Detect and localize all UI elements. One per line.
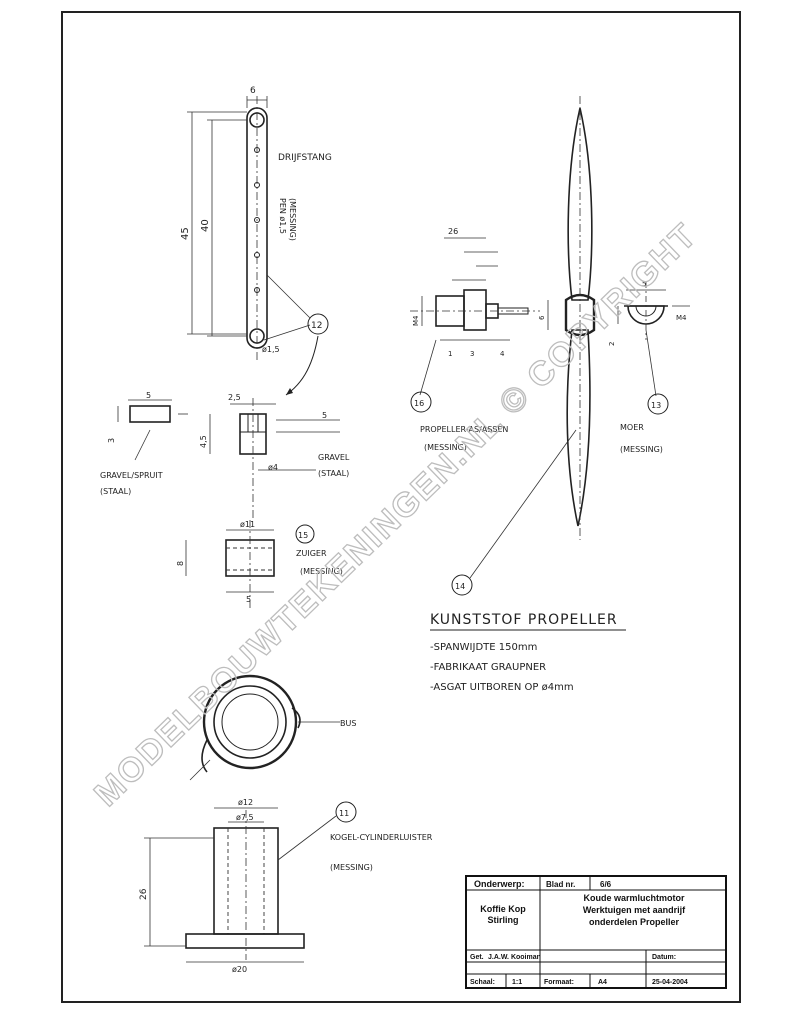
label-gravel-material: (STAAL) — [318, 469, 349, 478]
part-propeller-as: 26 M4 1 3 4 16 PROPELLER-AS/ASSEN (MESSI… — [410, 227, 540, 452]
callout-16: 16 — [414, 399, 424, 408]
dim-as-a: 1 — [448, 350, 452, 358]
callout-11: 11 — [339, 809, 349, 818]
dim-pin: ø1,5 — [262, 345, 280, 354]
tb-datum-value: 25-04-2004 — [652, 979, 688, 986]
tb-description: Koude warmluchtmotor Werktuigen met aand… — [582, 893, 686, 927]
label-zuiger: ZUIGER — [296, 549, 327, 558]
notes-title: KUNSTSTOF PROPELLER — [430, 612, 618, 628]
callout-15: 15 — [298, 531, 308, 540]
drawing-border — [61, 11, 741, 1003]
label-gravel: GRAVEL — [318, 453, 350, 462]
dim-cilinder-flange: ø20 — [232, 965, 247, 974]
part-gravel: 2,5 4,5 5 ø4 GRAVEL (STAAL) — [199, 393, 350, 520]
label-spruit: GRAVEL/SPRUIT — [100, 471, 163, 480]
label-drijfstang: DRIJFSTANG — [278, 153, 332, 163]
dim-moer-thread: M4 — [676, 314, 687, 322]
tb-schaal-label: Schaal: — [470, 979, 495, 986]
tb-blad-label: Blad nr. — [546, 880, 575, 889]
tb-getekend-label: Get. — [470, 954, 484, 961]
notes-line-1: -SPANWIJDTE 150mm — [430, 642, 537, 653]
dim-spruit-height: 3 — [107, 438, 116, 443]
notes-line-2: -FABRIKAAT GRAUPNER — [430, 662, 546, 673]
dim-cilinder-outer: ø12 — [238, 798, 253, 807]
dim-zuiger-dia: ø11 — [240, 520, 255, 529]
propeller-notes: KUNSTSTOF PROPELLER -SPANWIJDTE 150mm -F… — [430, 612, 626, 693]
part-drijfstang: 6 45 40 ø1,5 DRIJFSTANG PEN ø1,5 (MESSIN… — [180, 86, 332, 360]
dim-as-c: 4 — [500, 350, 505, 358]
part-zuiger: ø11 8 5 ZUIGER (MESSING) 15 — [176, 520, 343, 610]
label-moer-material: (MESSING) — [620, 445, 663, 454]
label-pen: PEN ø1,5 — [278, 198, 287, 234]
part-cilinder-top: BUS — [189, 674, 356, 781]
label-cilinder-material: (MESSING) — [330, 863, 373, 872]
tb-datum-label: Datum: — [652, 954, 676, 961]
label-spruit-material: (STAAL) — [100, 487, 131, 496]
label-zuiger-material: (MESSING) — [300, 567, 343, 576]
dim-gravel-hole: 5 — [322, 411, 327, 420]
dim-as-b: 3 — [470, 350, 474, 358]
dim-gravel-bore: ø4 — [268, 463, 278, 472]
dim-moer-dia: 5 — [642, 280, 646, 288]
tb-getekend-value: J.A.W. Kooiman — [488, 954, 541, 961]
tb-formaat-label: Formaat: — [544, 979, 574, 986]
dim-zuiger-bottom: 5 — [246, 595, 251, 604]
dim-zuiger-height: 8 — [176, 561, 185, 566]
dim-moer-height: 2 — [608, 342, 616, 346]
dim-propeller-hub: 6 — [538, 315, 546, 320]
dim-as-dia: M4 — [412, 315, 420, 326]
notes-line-3: -ASGAT UITBOREN OP ø4mm — [430, 682, 574, 693]
tb-onderwerp-label: Onderwerp: — [474, 879, 525, 889]
callout-13: 13 — [651, 401, 661, 410]
title-block: Onderwerp: Blad nr. 6/6 Koffie Kop Stirl… — [465, 875, 727, 989]
dim-gravel-width: 2,5 — [228, 393, 241, 402]
part-moer: 5 2 M4 13 MOER (MESSING) — [608, 280, 690, 454]
tb-blad-value: 6/6 — [600, 880, 612, 889]
dim-drijfstang-center: 40 — [200, 219, 211, 232]
dim-spruit-length: 5 — [146, 391, 151, 400]
label-drijfstang-material: (MESSING) — [288, 198, 297, 241]
dim-drijfstang-length: 45 — [180, 227, 191, 240]
label-bus: BUS — [340, 719, 356, 728]
tb-formaat-value: A4 — [598, 979, 607, 986]
part-cilinder-side: ø12 ø7,5 26 ø20 11 KOGEL-CYLINDERLUISTER… — [139, 798, 433, 974]
dim-gravel-height: 4,5 — [199, 435, 208, 448]
callout-14: 14 — [455, 582, 465, 591]
dim-cilinder-inner: ø7,5 — [236, 813, 254, 822]
tb-subject: Koffie Kop Stirling — [480, 904, 526, 925]
dim-as-total: 26 — [448, 227, 458, 236]
part-propeller: 6 14 — [451, 96, 596, 596]
callout-12: 12 — [311, 321, 322, 331]
tb-schaal-value: 1:1 — [512, 979, 522, 986]
part-spruit: 5 3 GRAVEL/SPRUIT (STAAL) — [100, 391, 188, 496]
label-propeller-as-material: (MESSING) — [424, 443, 467, 452]
label-cilinder: KOGEL-CYLINDERLUISTER — [330, 833, 433, 842]
label-moer: MOER — [620, 423, 644, 432]
dim-drijfstang-width: 6 — [250, 86, 256, 96]
label-propeller-as: PROPELLER-AS/ASSEN — [420, 425, 508, 434]
copyright-watermark: MODELBOUWTEKENINGEN.NL © COPYRIGHT — [87, 216, 704, 814]
dim-cilinder-height: 26 — [139, 888, 149, 900]
